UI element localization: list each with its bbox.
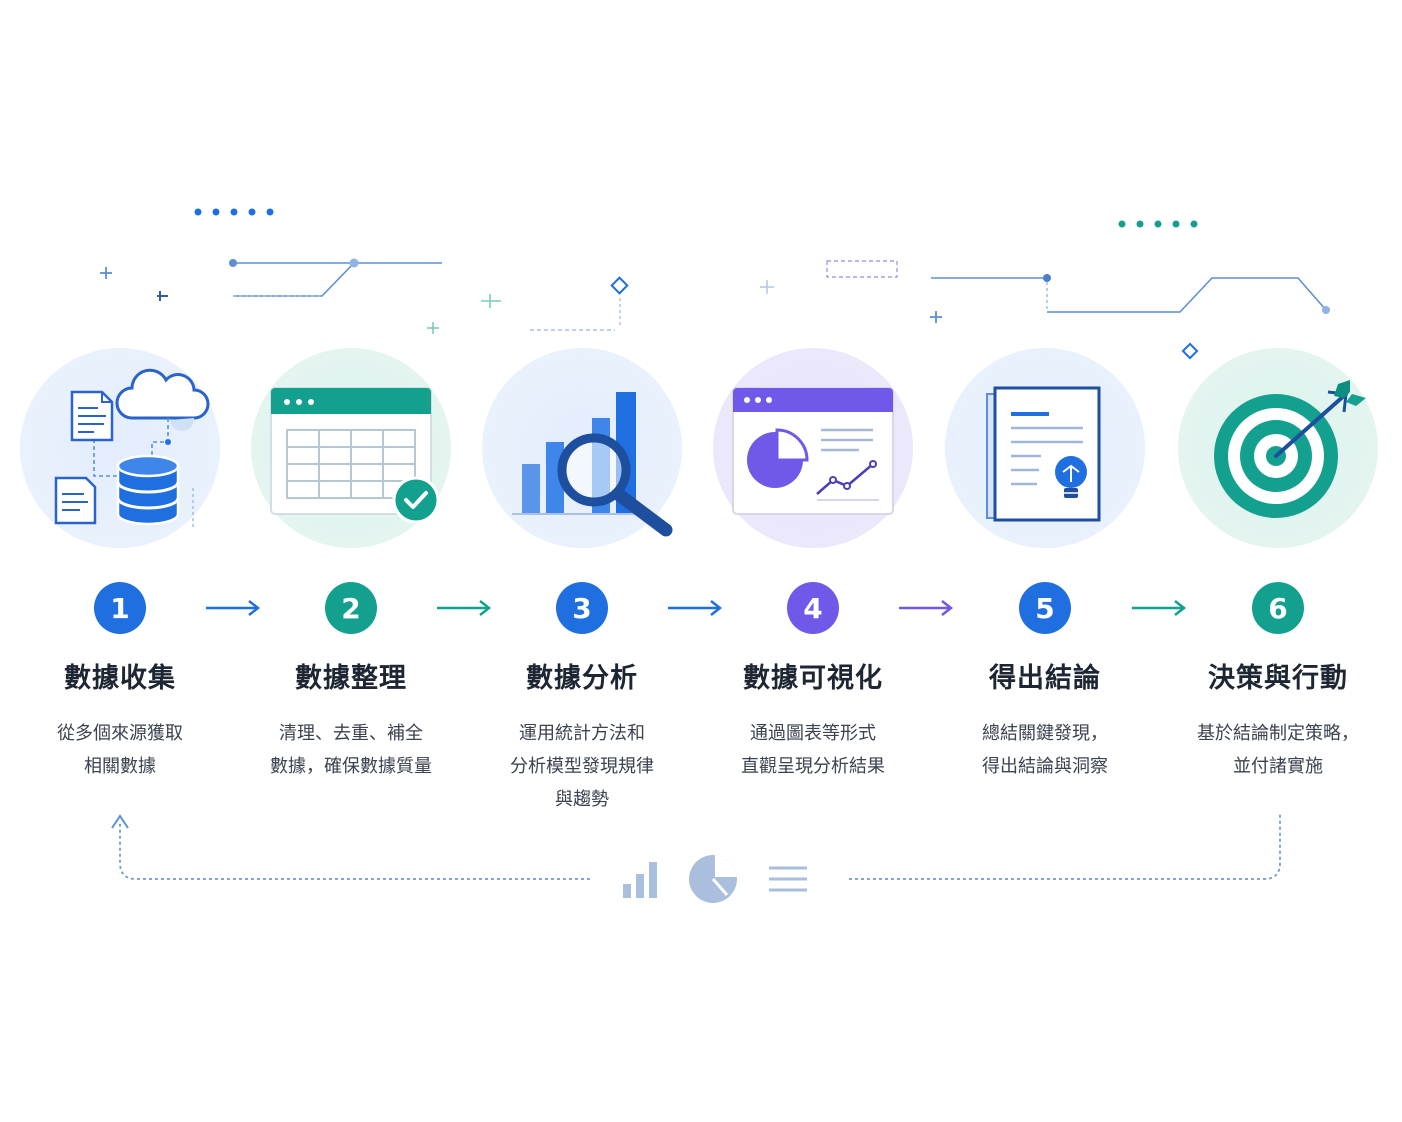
step-arrow-1 [204, 598, 262, 618]
step-title: 得出結論 [989, 663, 1101, 694]
step-title: 數據整理 [295, 663, 407, 694]
step-title: 數據收集 [64, 663, 176, 694]
step-arrow-5 [1130, 598, 1188, 618]
step-arrow-3 [666, 598, 724, 618]
step-description: 運用統計方法和 分析模型發現規律 與趨勢 [510, 723, 654, 810]
circuit-line-right [931, 277, 1327, 313]
step-6: 6 決策與行動 基於結論制定策略， 並付諸實施 [1168, 348, 1388, 783]
step-arrow-4 [897, 598, 955, 618]
step-1: 1 數據收集 從多個來源獲取 相關數據 [10, 348, 230, 783]
step-6-illustration [1178, 348, 1378, 548]
pie-chart-icon [689, 855, 737, 903]
bar-chart-icon [623, 862, 657, 898]
step-3-illustration [482, 348, 682, 548]
step-2-illustration [251, 348, 451, 548]
step-title: 數據可視化 [743, 663, 883, 694]
step-number: 1 [94, 582, 146, 634]
step-number: 2 [325, 582, 377, 634]
step-description: 總結關鍵發現， 得出結論與洞察 [982, 723, 1108, 777]
magnifier-chart-icon [512, 392, 673, 537]
step-description: 從多個來源獲取 相關數據 [57, 723, 183, 777]
step-title: 決策與行動 [1208, 663, 1348, 694]
report-lightbulb-icon [986, 386, 1101, 522]
step-description: 基於結論制定策略， 並付諸實施 [1197, 723, 1359, 777]
step-description: 通過圖表等形式 直觀呈現分析結果 [741, 723, 885, 777]
step-5: 5 得出結論 總結關鍵發現， 得出結論與洞察 [935, 348, 1155, 783]
step-title: 數據分析 [526, 663, 638, 694]
dashboard-window-icon [732, 387, 894, 515]
cloud-database-icon [54, 368, 210, 528]
table-check-icon [270, 387, 440, 524]
step-4-illustration [713, 348, 913, 548]
dot-row-left [194, 208, 274, 216]
step-2: 2 數據整理 清理、去重、補全 數據，確保數據質量 [241, 348, 461, 783]
step-arrow-2 [435, 598, 493, 618]
step-4: 4 數據可視化 通過圖表等形式 直觀呈現分析結果 [703, 348, 923, 783]
step-number: 6 [1252, 582, 1304, 634]
step-number: 3 [556, 582, 608, 634]
list-lines-icon [769, 866, 807, 892]
step-description: 清理、去重、補全 數據，確保數據質量 [270, 723, 432, 777]
step-3: 3 數據分析 運用統計方法和 分析模型發現規律 與趨勢 [472, 348, 692, 816]
step-1-illustration [20, 348, 220, 548]
step-number: 4 [787, 582, 839, 634]
dot-row-right [1118, 220, 1198, 228]
target-arrow-icon [1214, 380, 1366, 518]
step-5-illustration [945, 348, 1145, 548]
step-number: 5 [1019, 582, 1071, 634]
